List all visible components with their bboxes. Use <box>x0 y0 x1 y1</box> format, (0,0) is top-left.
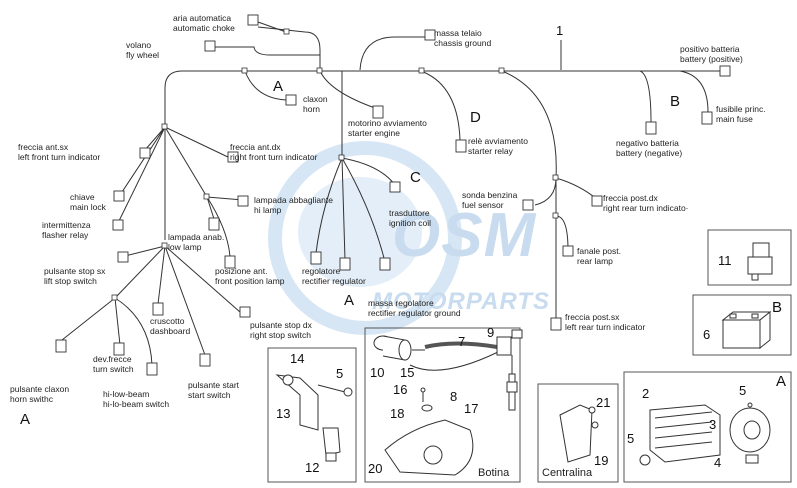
relay-bracket-part <box>275 374 353 462</box>
part-number-4: 4 <box>714 455 722 470</box>
part-number-21: 21 <box>596 395 611 410</box>
watermark-logo: OSM <box>392 201 537 270</box>
label-front-position-lamp: posizione ant.front position lamp <box>215 266 285 286</box>
part-number-15: 15 <box>400 365 415 380</box>
section-letter-a-box: A <box>776 373 787 390</box>
starter-relay-part <box>747 242 773 281</box>
label-rear-lamp: fanale post.rear lamp <box>577 246 621 266</box>
washer-bracket-part <box>384 387 474 476</box>
caption-botina: Botina <box>478 467 510 479</box>
rectifier-regulator-part <box>639 404 721 466</box>
section-letter-b-box: B <box>772 299 783 316</box>
part-number-17: 17 <box>464 401 479 416</box>
label-low-lamp: lampada anab.low lamp <box>168 232 225 252</box>
part-number-2: 2 <box>642 386 650 401</box>
part-number-5-screw-c: 5 <box>627 431 635 446</box>
watermark-text: MOTORPARTS <box>372 288 551 315</box>
spark-plug-part <box>506 373 518 411</box>
part-number-13: 13 <box>276 406 291 421</box>
part-number-9: 9 <box>487 325 495 340</box>
caption-centralina: Centralina <box>542 467 593 479</box>
part-number-10: 10 <box>370 365 385 380</box>
part-number-14: 14 <box>290 351 305 366</box>
section-letter-b: B <box>670 93 681 110</box>
part-number-5-screw-b: 5 <box>739 383 747 398</box>
part-number-1: 1 <box>556 23 564 38</box>
part-number-3: 3 <box>709 417 717 432</box>
part-number-19: 19 <box>594 453 609 468</box>
part-number-7: 7 <box>458 334 466 349</box>
part-number-11: 11 <box>718 253 732 268</box>
part-number-6: 6 <box>703 327 711 342</box>
section-letter-d: D <box>470 109 481 126</box>
battery-part <box>721 310 772 350</box>
ecu-part <box>559 404 599 463</box>
part-number-20: 20 <box>368 461 383 476</box>
part-number-8: 8 <box>450 389 458 404</box>
section-letter-a-left: A <box>20 411 31 428</box>
section-letter-a: A <box>273 78 284 95</box>
label-main-fuse: fusibile princ.main fuse <box>716 104 766 124</box>
horn-part <box>729 402 771 464</box>
part-number-12: 12 <box>305 460 320 475</box>
part-number-18: 18 <box>390 406 405 421</box>
section-letter-a-mid: A <box>344 292 355 309</box>
part-number-5-screw-a: 5 <box>336 366 344 381</box>
part-number-16: 16 <box>393 382 408 397</box>
section-letter-c: C <box>410 169 421 186</box>
ignition-coil-part <box>373 329 523 375</box>
